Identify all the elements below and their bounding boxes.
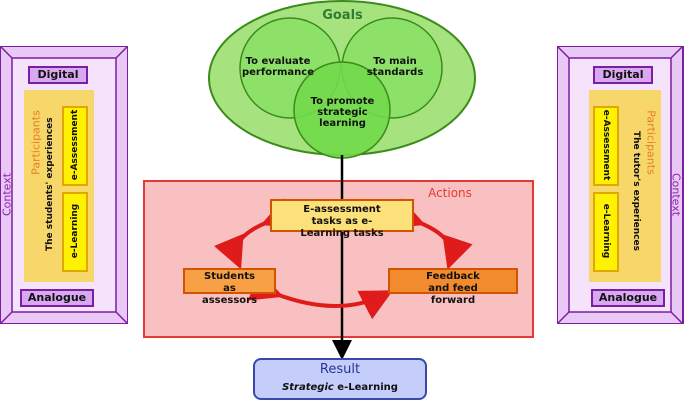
result-subtitle: Strategic e-Learning [253,382,427,393]
right-digital-label: Digital [593,66,653,84]
right-context-panel: Digital e-Assessment e-Learning The tuto… [557,46,685,324]
goal-evaluate-label: To evaluate performance [241,56,315,78]
goals-title: Goals [322,8,363,23]
students-as-assessors-box: Students as assessors [183,268,276,306]
left-digital-label: Digital [28,66,88,84]
feedback-box: Feedback and feed forward [388,268,518,306]
left-context-panel: Context Digital Participants The student… [0,46,128,324]
right-analogue-label: Analogue [591,289,665,307]
arrow-tasks-to-feedback [389,198,473,270]
goals-diagram [208,0,476,159]
arrow-students-feedback [247,270,394,320]
right-e-assessment-box [593,106,619,186]
arrow-tasks-to-students [214,198,297,270]
actions-title: Actions [428,186,472,200]
left-e-learning-box [62,192,88,272]
result-subtitle-rest: e-Learning [333,382,398,393]
e-assessment-tasks-box: E-assessment tasks as e-Learning tasks [270,199,414,239]
goal-promote-label: To promote strategic learning [310,96,375,129]
right-e-learning-box [593,192,619,272]
goal-standards-label: To main standards [366,56,424,78]
result-box [253,358,427,400]
left-analogue-label: Analogue [20,289,94,307]
result-title: Result [319,362,361,377]
left-e-assessment-box [62,106,88,186]
result-subtitle-italic: Strategic [282,382,334,393]
